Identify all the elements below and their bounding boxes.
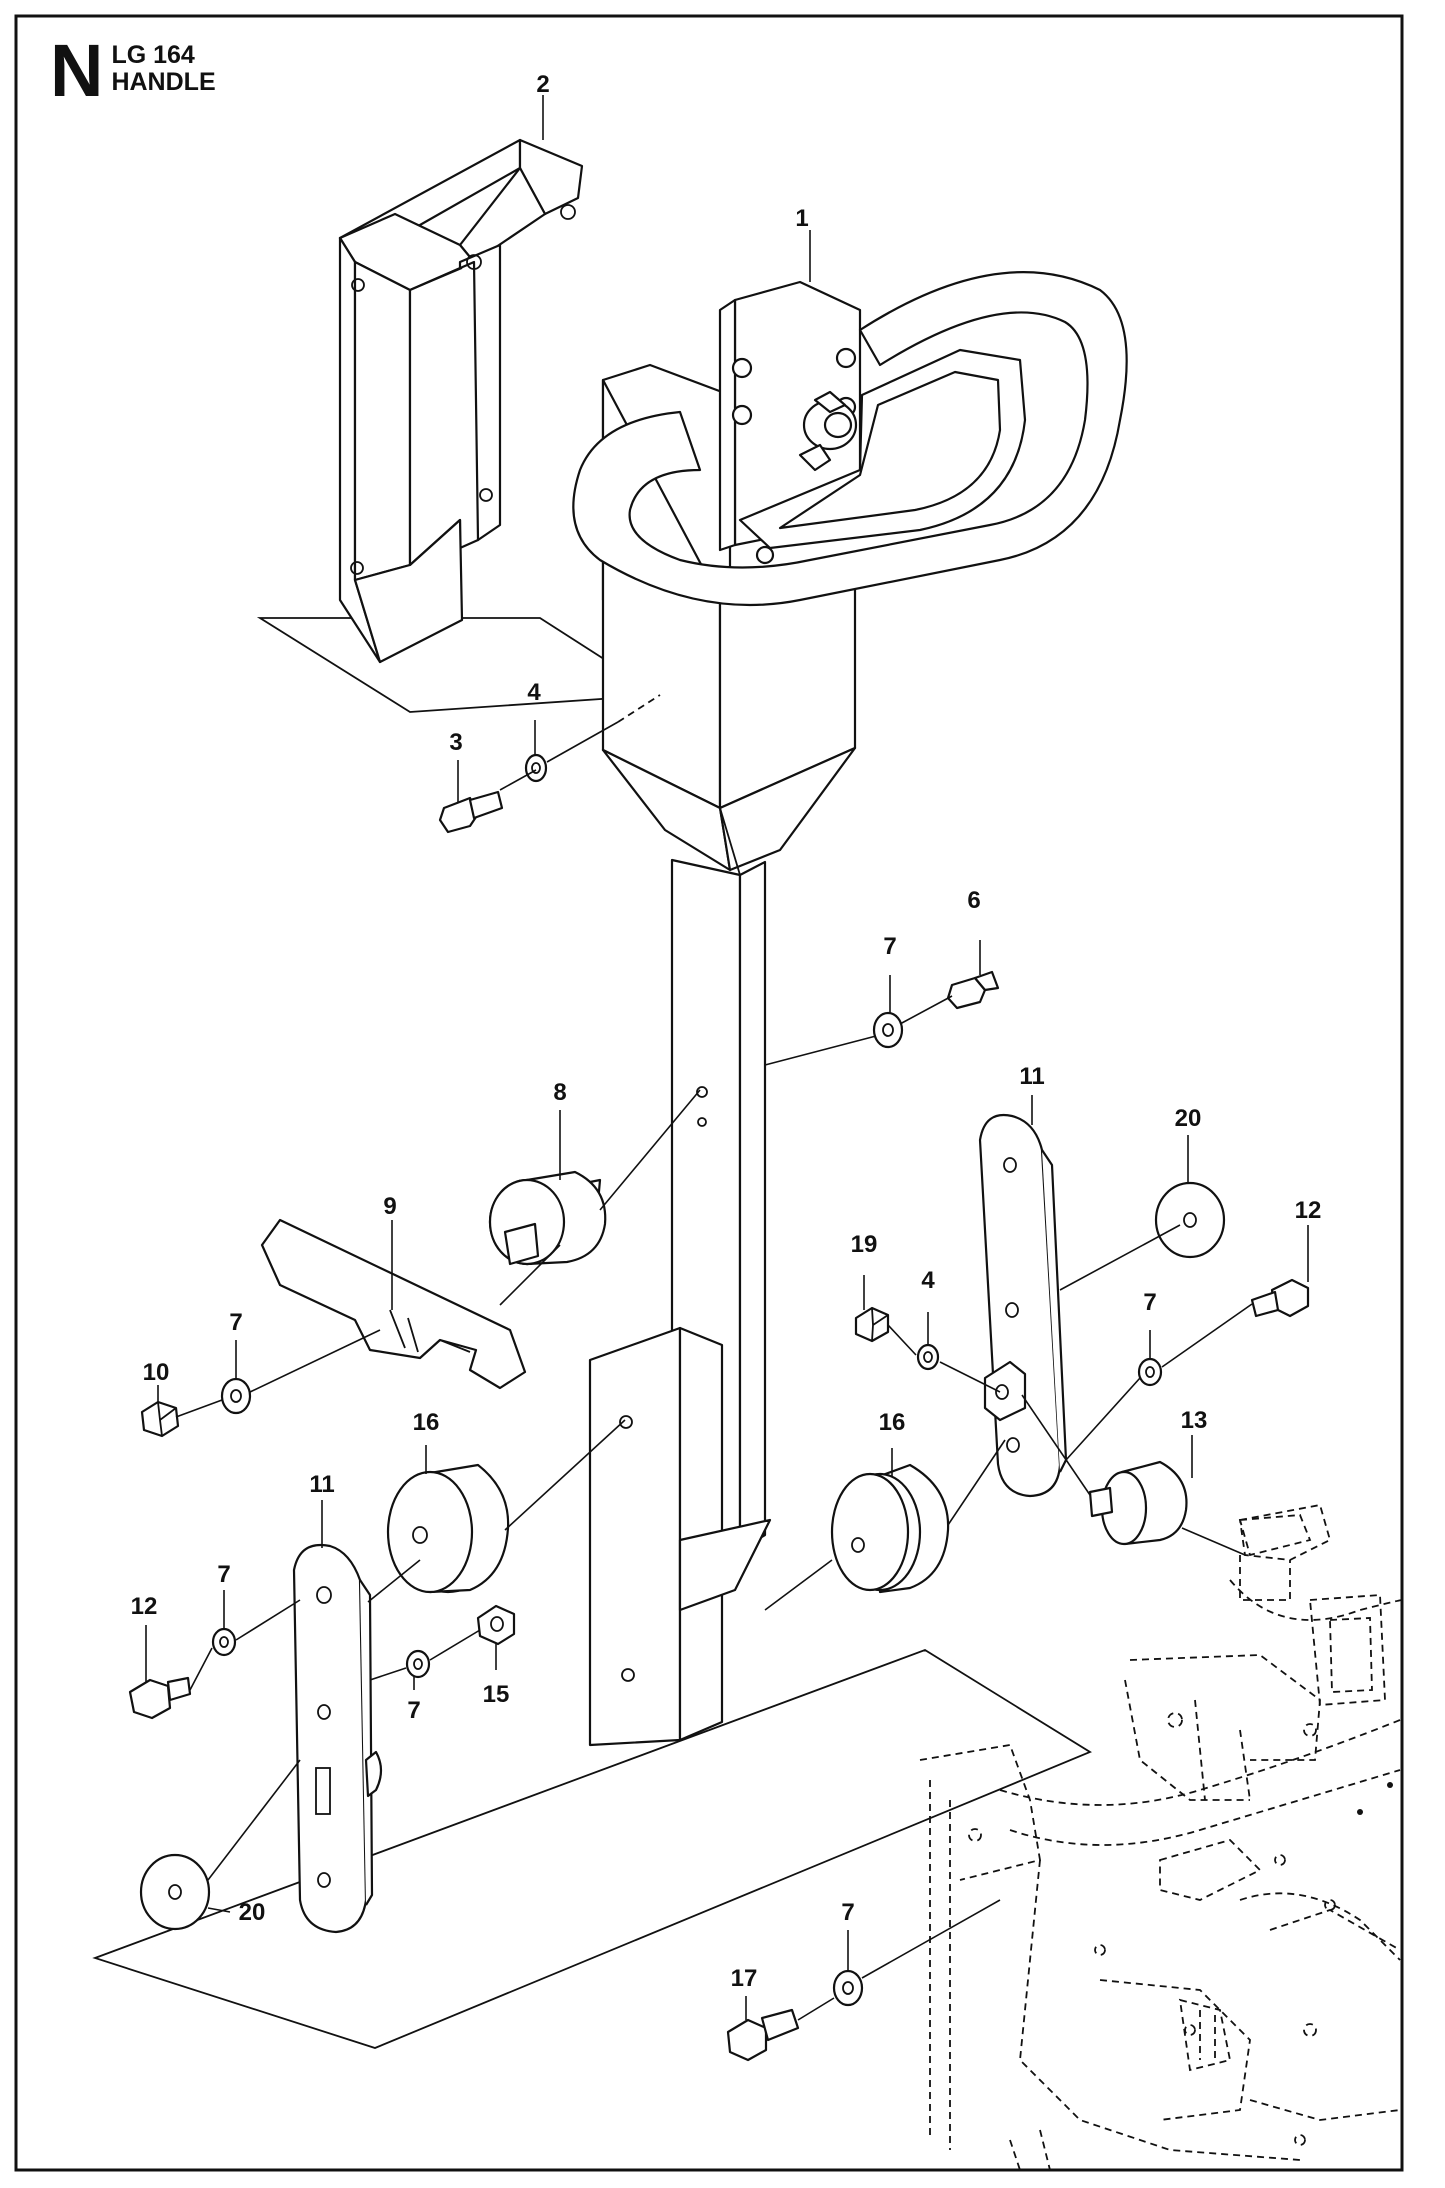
callout-7-upper: 7 bbox=[883, 933, 896, 960]
callout-7-left: 7 bbox=[229, 1309, 242, 1336]
callout-17: 17 bbox=[731, 1965, 758, 1992]
rubber-mount-16-right bbox=[830, 1463, 950, 1594]
washer-7-upper bbox=[872, 1011, 904, 1049]
callout-12-left: 12 bbox=[131, 1593, 158, 1620]
nut-19 bbox=[854, 1306, 890, 1343]
callout-4-upper: 4 bbox=[527, 679, 541, 706]
mounting-plate-11-left bbox=[292, 1543, 383, 1934]
washer-4-upper bbox=[524, 753, 548, 783]
callout-2: 2 bbox=[536, 71, 549, 98]
rubber-stop-13 bbox=[1088, 1460, 1188, 1546]
callout-7-lower-left: 7 bbox=[217, 1561, 230, 1588]
title-block: N LG 164 HANDLE bbox=[50, 29, 216, 112]
callout-6: 6 bbox=[967, 887, 980, 914]
callout-19: 19 bbox=[851, 1231, 878, 1258]
callout-1: 1 bbox=[795, 205, 808, 232]
callout-leaders bbox=[145, 95, 1309, 2020]
bolt-6 bbox=[946, 970, 1000, 1010]
washer-7-lower-left bbox=[211, 1627, 237, 1657]
callout-16-right: 16 bbox=[879, 1409, 906, 1436]
callout-20-left: 20 bbox=[239, 1899, 266, 1926]
callout-20-right: 20 bbox=[1175, 1105, 1202, 1132]
callout-15: 15 bbox=[483, 1681, 510, 1708]
washer-4-right bbox=[916, 1343, 940, 1371]
bolt-12-left bbox=[128, 1676, 192, 1720]
assembly-axis-lines bbox=[175, 694, 1253, 2021]
bolt-12-right bbox=[1250, 1278, 1310, 1318]
callout-8: 8 bbox=[553, 1079, 566, 1106]
callout-7-right: 7 bbox=[1143, 1289, 1156, 1316]
washer-disc-20-right bbox=[1154, 1181, 1226, 1259]
callout-labels: 2 1 3 4 6 7 8 9 7 10 11 20 12 19 4 7 13 … bbox=[131, 71, 1322, 1992]
page-border bbox=[14, 14, 1404, 2172]
callout-11-right: 11 bbox=[1019, 1063, 1044, 1090]
lever-9 bbox=[260, 1218, 527, 1390]
bolt-3 bbox=[438, 790, 504, 834]
model-title: LG 164 bbox=[111, 41, 195, 69]
washer-7-bottom bbox=[832, 1969, 864, 2007]
callout-13: 13 bbox=[1181, 1407, 1208, 1434]
washer-7-mid bbox=[405, 1649, 431, 1679]
washer-7-right bbox=[1137, 1357, 1163, 1387]
rubber-mount-16-left bbox=[386, 1463, 510, 1594]
mounting-plate-11-right bbox=[978, 1113, 1068, 1498]
handle-cover-part bbox=[338, 138, 584, 664]
callout-11-left: 11 bbox=[309, 1471, 334, 1498]
callout-10: 10 bbox=[143, 1359, 170, 1386]
assembly-title: HANDLE bbox=[111, 68, 216, 96]
nut-10 bbox=[140, 1400, 180, 1438]
rubber-mount-8 bbox=[488, 1170, 607, 1266]
washer-disc-20-left bbox=[139, 1853, 211, 1931]
callout-7-bottom: 7 bbox=[841, 1899, 854, 1926]
section-letter: N bbox=[50, 29, 104, 112]
callout-9: 9 bbox=[383, 1193, 396, 1220]
machine-frame-dashed bbox=[919, 1503, 1403, 2171]
handle-column-part bbox=[572, 271, 1128, 1747]
callout-16-left: 16 bbox=[413, 1409, 440, 1436]
washer-7-left bbox=[220, 1377, 252, 1415]
bolt-17 bbox=[726, 2008, 800, 2062]
callout-7-mid: 7 bbox=[407, 1697, 420, 1724]
nut-15 bbox=[476, 1604, 516, 1646]
mounting-plane-upper bbox=[256, 617, 663, 713]
callout-12-right: 12 bbox=[1295, 1197, 1322, 1224]
title-text: LG 164 HANDLE bbox=[111, 40, 215, 96]
callout-4-right: 4 bbox=[921, 1267, 935, 1294]
mounting-plane-lower bbox=[92, 1649, 1092, 2049]
callout-3: 3 bbox=[449, 729, 462, 756]
